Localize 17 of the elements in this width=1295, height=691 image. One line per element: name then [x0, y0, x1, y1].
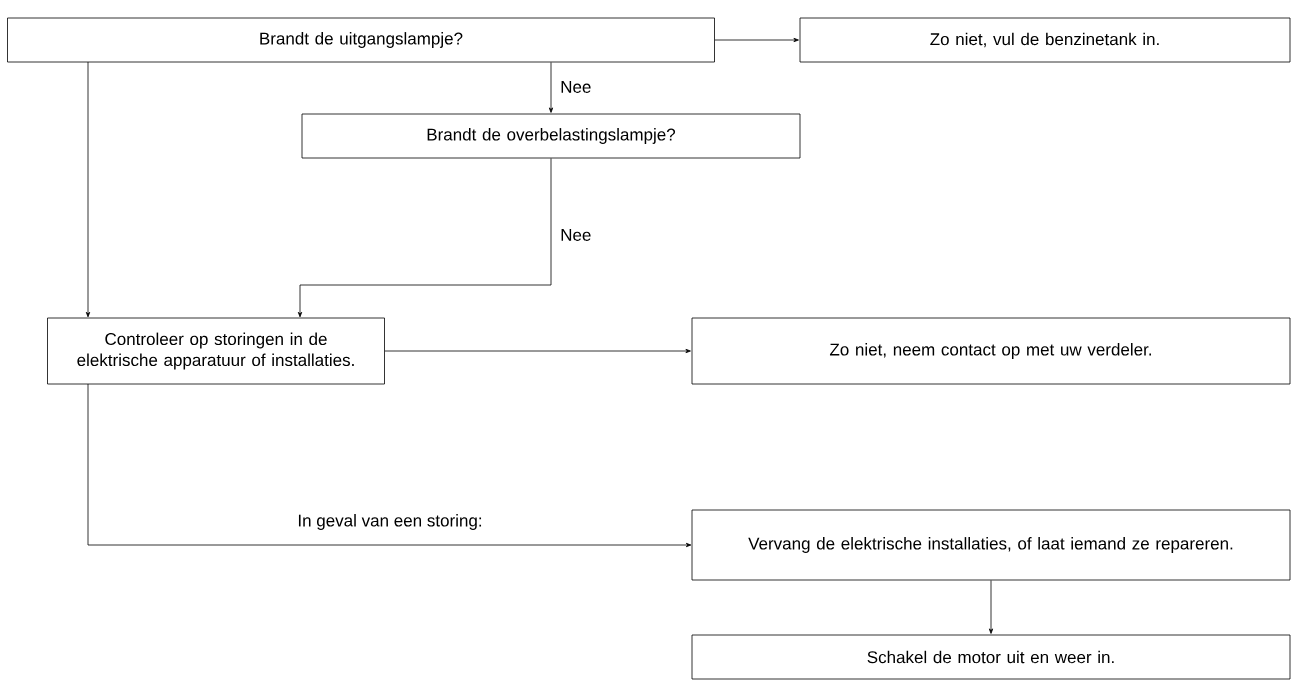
arrow — [548, 62, 554, 113]
arrow — [714, 37, 799, 43]
arrow — [297, 158, 552, 318]
arrow — [988, 580, 994, 634]
edge-label: In geval van een storing: — [295, 512, 485, 532]
process-box: Zo niet, vul de benzinetank in. — [799, 17, 1291, 63]
process-box: Brandt de uitgangslampje? — [7, 17, 715, 63]
process-box: Schakel de motor uit en weer in. — [691, 634, 1291, 680]
process-box: Controleer op storingen in de elektrische apparatuur of installaties. — [47, 317, 385, 385]
process-box: Zo niet, neem contact op met uw verdeler. — [691, 317, 1291, 385]
arrow — [87, 383, 692, 548]
edge-label: Nee — [558, 227, 594, 243]
arrow — [85, 61, 91, 318]
process-box: Vervang de elektrische installaties, of laat iemand ze repareren. — [691, 509, 1291, 581]
process-box: Brandt de overbelastingslampje? — [301, 113, 801, 159]
edge-label: Nee — [558, 79, 594, 95]
arrow — [384, 348, 691, 354]
